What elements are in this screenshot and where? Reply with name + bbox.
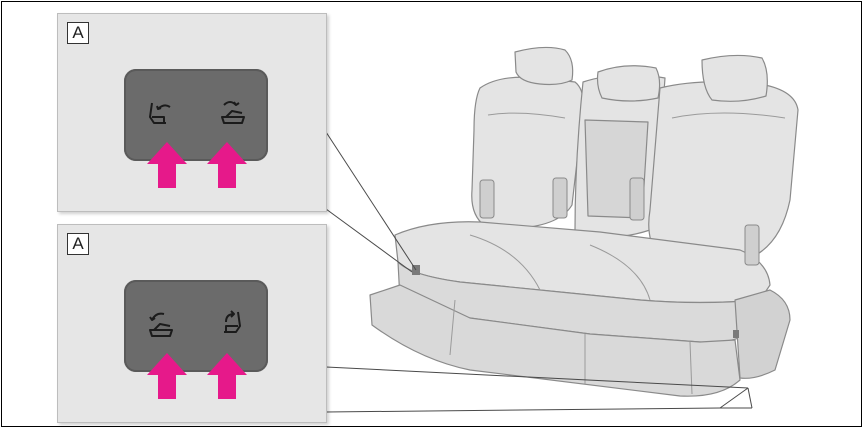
press-arrow-left	[147, 142, 187, 188]
right-seatback	[649, 82, 798, 260]
press-arrow-right	[207, 142, 247, 188]
seat-tumble-icon[interactable]	[216, 97, 250, 129]
inset-label: A	[67, 233, 89, 255]
right-headrest	[702, 55, 767, 101]
seat-return-icon[interactable]	[144, 310, 178, 342]
center-headrest	[598, 66, 660, 101]
inset-bottom: A	[57, 224, 327, 423]
seatback-raise-icon[interactable]	[218, 308, 248, 340]
press-arrow-left	[147, 353, 187, 399]
press-arrow-right	[207, 353, 247, 399]
seatback-fold-icon[interactable]	[144, 99, 174, 129]
left-headrest	[515, 47, 573, 84]
inset-label: A	[67, 22, 89, 44]
inset-top: A	[57, 13, 327, 212]
